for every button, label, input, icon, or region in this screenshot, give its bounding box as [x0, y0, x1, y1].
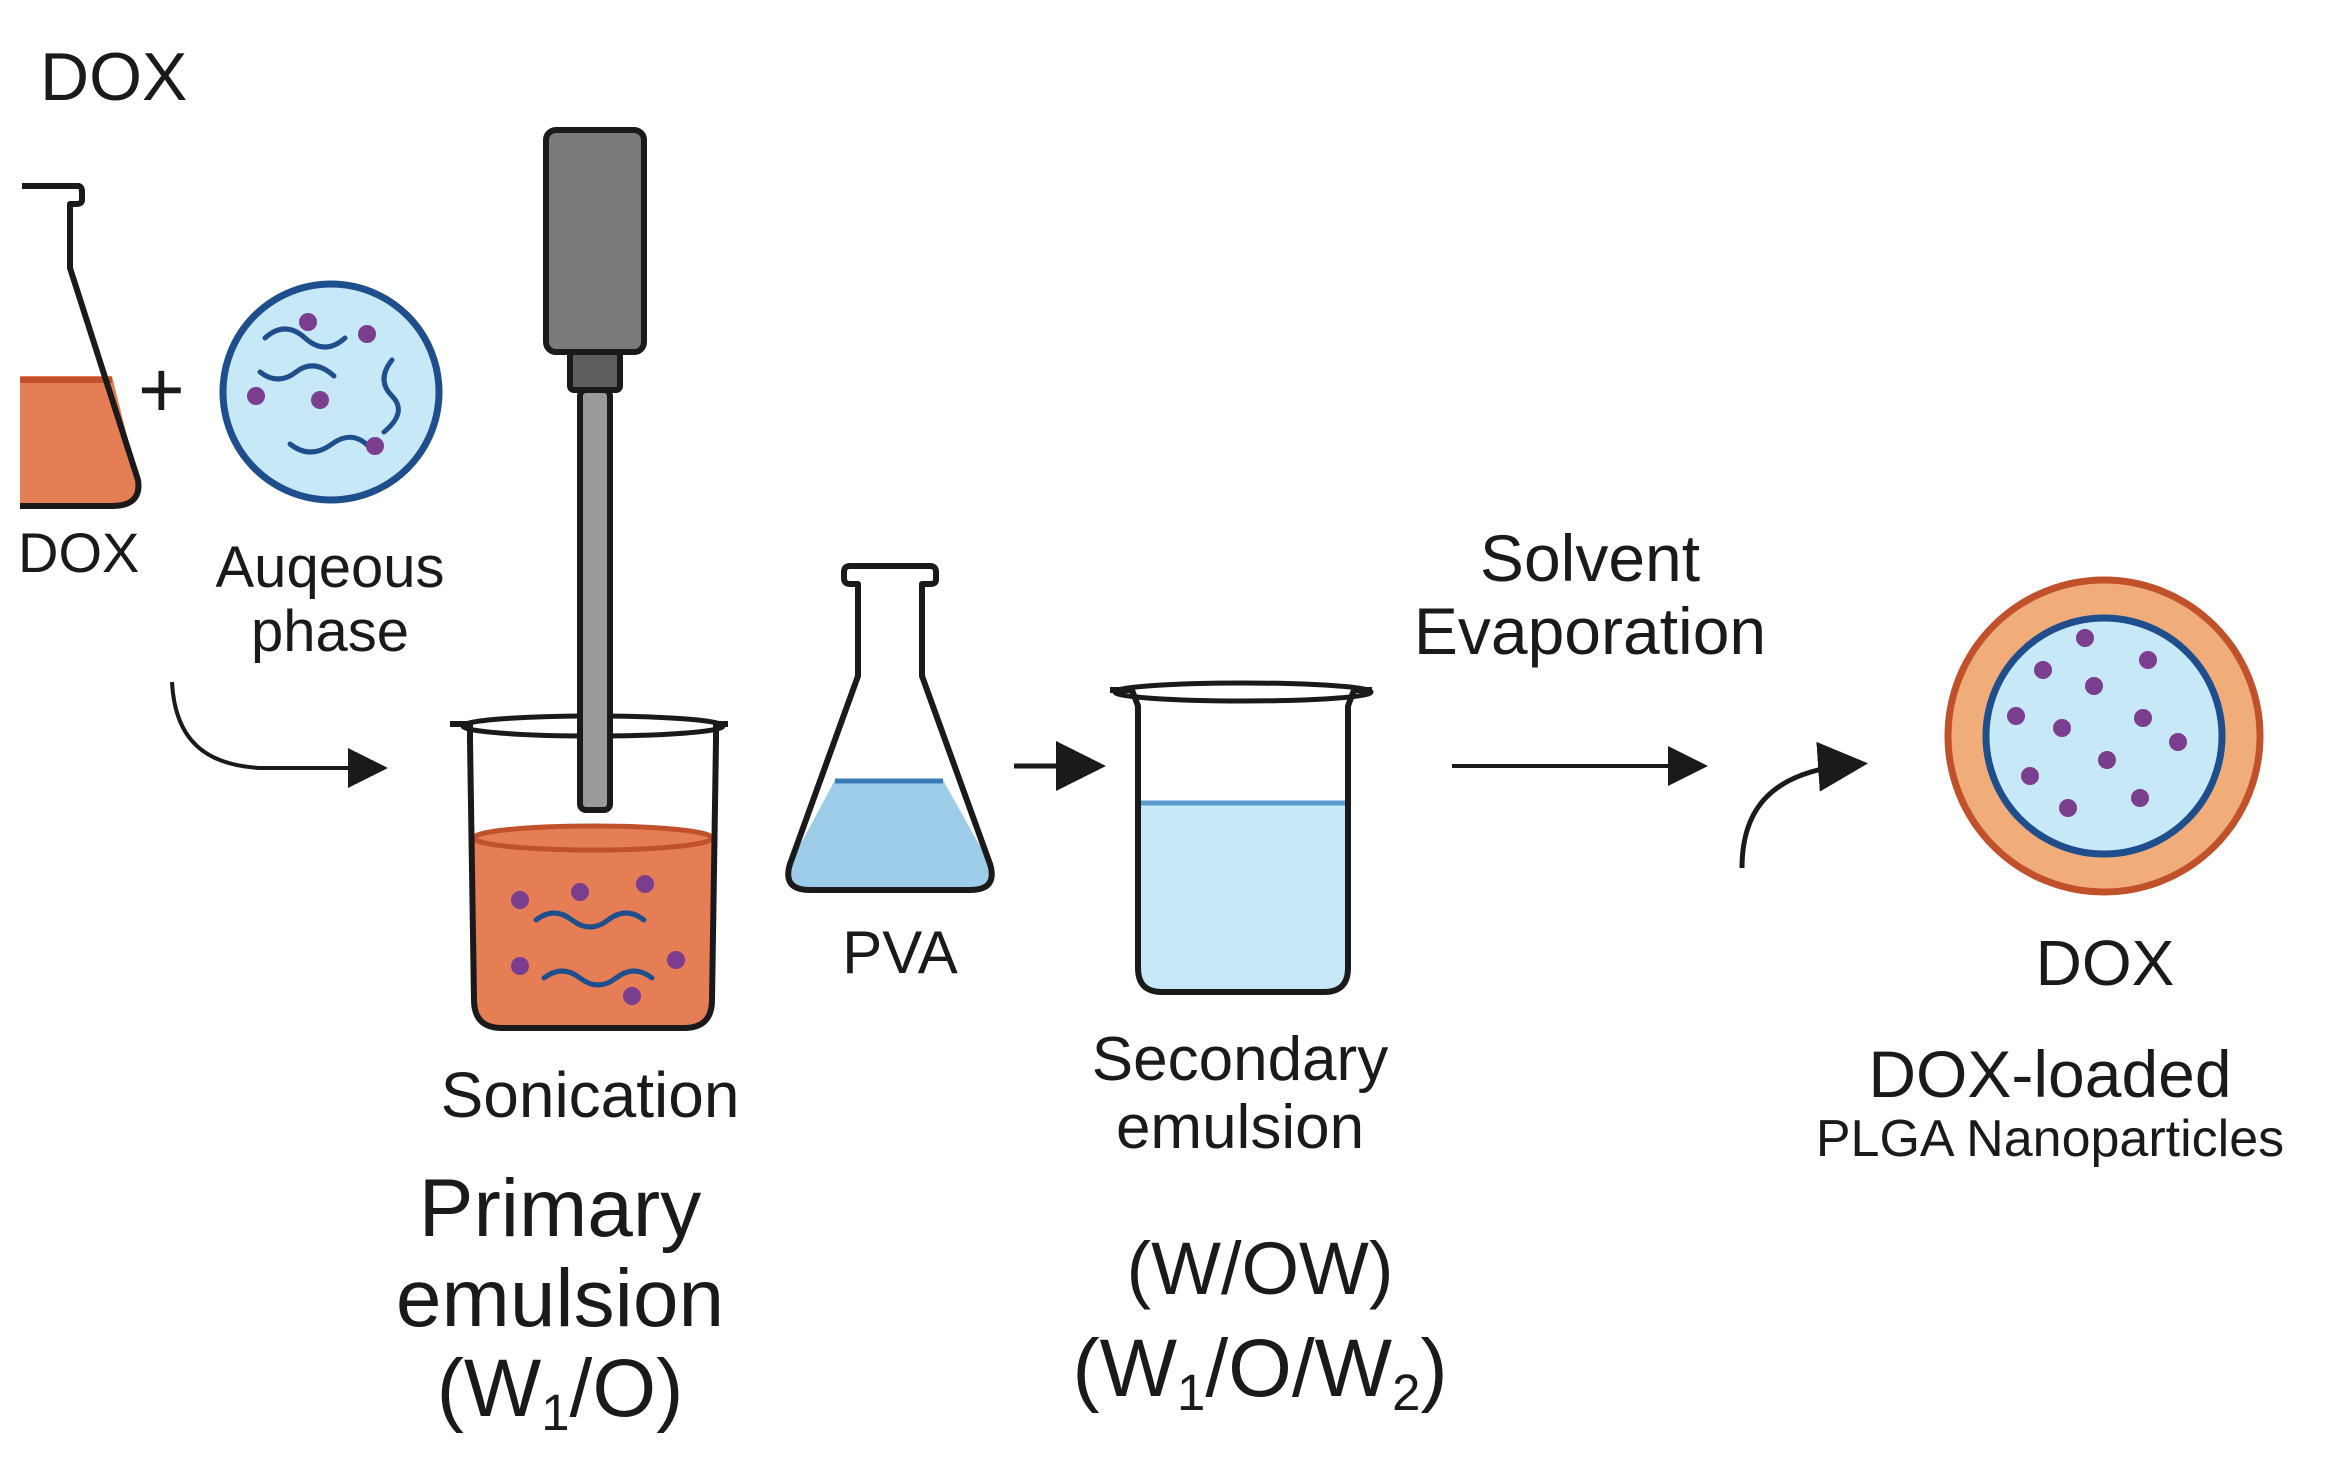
secondary-line-2: emulsion — [1115, 1093, 1365, 1163]
w1o-open: (W — [436, 1343, 542, 1435]
w1o-close: /O) — [569, 1343, 684, 1435]
aqueous-droplet-icon — [219, 280, 443, 504]
nanoparticle-icon — [1944, 576, 2264, 896]
pva-label: PVA — [842, 919, 958, 986]
curved-arrow-icon — [1739, 741, 1868, 869]
dox-top-label: DOX — [40, 39, 188, 115]
w1o-sub: 1 — [541, 1384, 570, 1442]
dox-nanoparticle-label: DOX — [2035, 927, 2175, 999]
sonication-label: Sonication — [440, 1059, 740, 1131]
w1ow2-formula: (W1/O/W2) — [1030, 1323, 1490, 1422]
flask-icon — [20, 183, 142, 509]
dox-flask-label: DOX — [18, 521, 140, 584]
curved-arrow-icon — [170, 681, 388, 788]
aqueous-line-2: phase — [250, 598, 410, 664]
wow-label: (W/OW) — [1126, 1227, 1394, 1310]
beaker-icon — [1110, 680, 1374, 995]
erlenmeyer-flask-icon — [785, 563, 995, 893]
primary-line-2: emulsion — [395, 1253, 725, 1345]
solvent-line-1: Solvent — [1479, 521, 1701, 595]
w1ow2-a: (W — [1072, 1323, 1178, 1414]
plus-sign: + — [138, 345, 185, 434]
beaker-icon — [450, 713, 728, 1031]
aqueous-phase-label: Auqeous phase — [180, 536, 480, 664]
loaded-line-1: DOX-loaded — [1868, 1037, 2232, 1111]
w1ow2-sub1: 1 — [1177, 1364, 1206, 1422]
aqueous-line-1: Auqeous — [215, 535, 445, 600]
w1ow2-b: /O/W — [1205, 1323, 1393, 1414]
secondary-line-1: Secondary — [1091, 1025, 1389, 1094]
secondary-emulsion-label: Secondary emulsion — [1060, 1025, 1420, 1163]
primary-line-1: Primary — [418, 1163, 702, 1254]
w1o-formula: (W1/O) — [380, 1344, 740, 1441]
dox-loaded-label: DOX-loaded PLGA Nanoparticles — [1780, 1038, 2320, 1168]
solvent-line-2: Evaporation — [1413, 593, 1767, 668]
loaded-line-2: PLGA Nanoparticles — [1815, 1109, 2285, 1168]
sonicator-probe-icon — [543, 127, 647, 813]
w1ow2-sub2: 2 — [1392, 1364, 1421, 1422]
w1ow2-c: ) — [1420, 1323, 1448, 1414]
solvent-evaporation-label: Solvent Evaporation — [1380, 522, 1800, 667]
primary-emulsion-label: Primary emulsion (W1/O) — [380, 1163, 740, 1442]
